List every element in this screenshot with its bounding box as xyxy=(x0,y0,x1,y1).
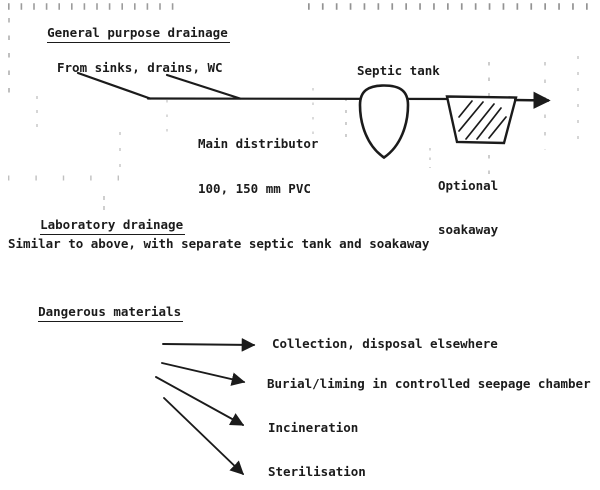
laboratory-note: Similar to above, with separate septic t… xyxy=(8,236,430,251)
optional-soakaway-label: Optional soakaway xyxy=(438,150,498,266)
main-pipe-line xyxy=(146,97,472,101)
septic-tank-shape xyxy=(358,84,410,160)
heading-underlined-text: Laboratory drainage xyxy=(40,217,186,235)
hatch-lines xyxy=(458,100,507,140)
soakaway-shape xyxy=(445,95,518,145)
main-distributor-line1: Main distributor xyxy=(198,136,319,151)
feed-line-drains xyxy=(165,73,242,100)
feed-line-sinks xyxy=(76,71,152,100)
heading-underlined-text: General purpose drainage xyxy=(47,25,230,43)
option-label-sterilisation: Sterilisation xyxy=(268,464,366,479)
soakaway-label-line1: Optional xyxy=(438,178,499,193)
heading-underlined-text: Dangerous materials xyxy=(38,304,184,322)
soakaway-label-line2: soakaway xyxy=(438,221,499,237)
section-heading-general: General purpose drainage xyxy=(17,10,230,55)
section-heading-laboratory: Laboratory drainage xyxy=(10,202,186,247)
outflow-arrow xyxy=(513,91,551,109)
option-label-incineration: Incineration xyxy=(268,420,359,435)
option-label-burial: Burial/liming in controlled seepage cham… xyxy=(267,376,591,391)
option-arrow-incineration xyxy=(155,376,245,426)
main-distributor-label: Main distributor 100, 150 mm PVC xyxy=(198,106,318,226)
option-arrow-collection xyxy=(162,338,256,352)
septic-tank-label: Septic tank xyxy=(357,63,440,78)
section-heading-dangerous: Dangerous materials xyxy=(8,289,184,334)
option-arrow-sterilisation xyxy=(163,397,244,475)
main-distributor-line2: 100, 150 mm PVC xyxy=(198,181,311,196)
option-label-collection: Collection, disposal elsewhere xyxy=(272,336,498,351)
option-arrow-burial xyxy=(161,362,246,386)
feed-sources-label: From sinks, drains, WC xyxy=(57,60,223,75)
